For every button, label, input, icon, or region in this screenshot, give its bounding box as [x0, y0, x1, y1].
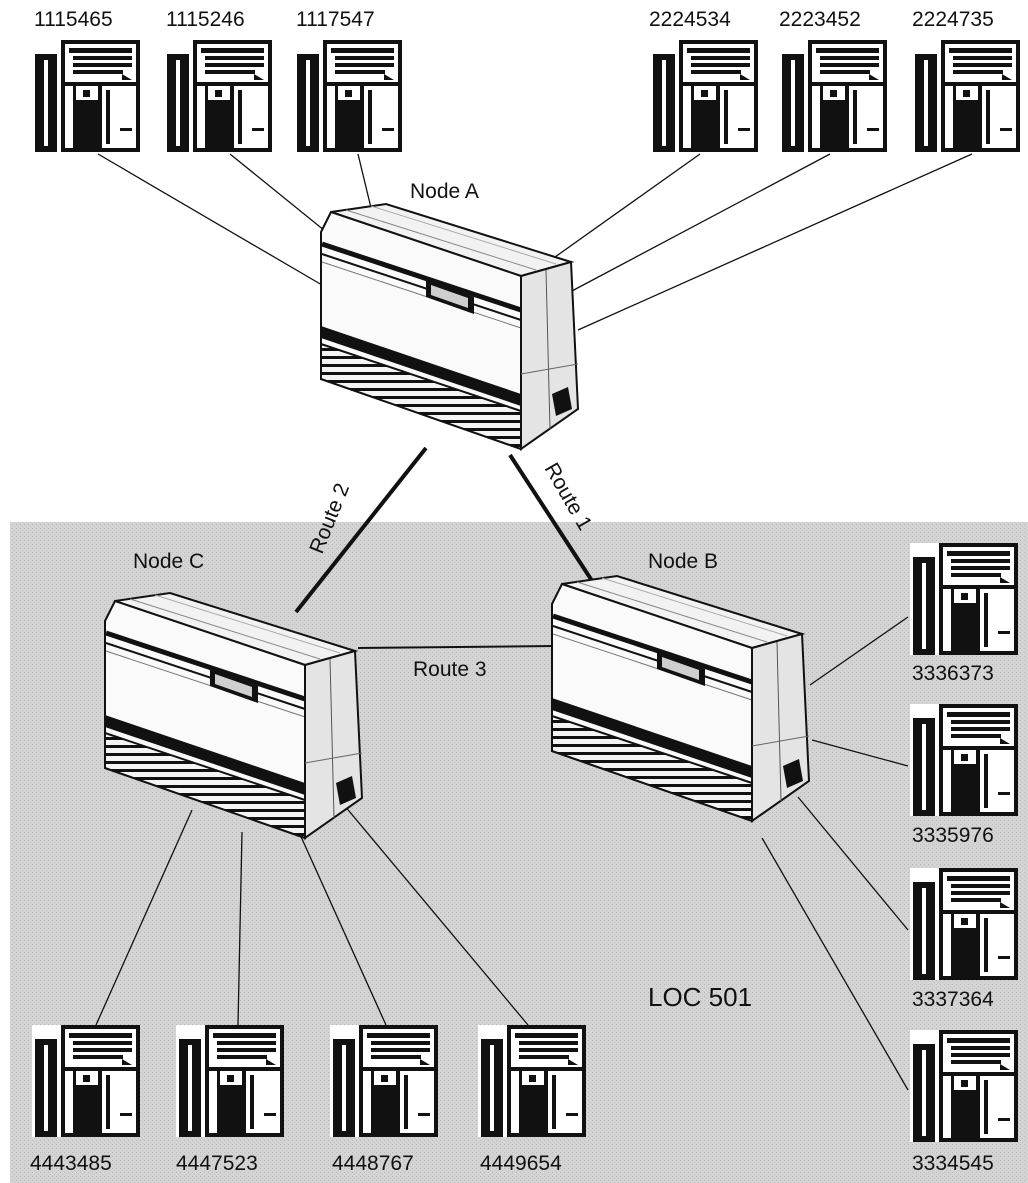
phone-number-label: 2224534: [649, 8, 731, 31]
phone-icon-2223452: [779, 40, 887, 152]
phone-icon-1115465: [32, 40, 140, 152]
phone-icon-1115246: [164, 40, 272, 152]
phone-number-label: 2223452: [779, 8, 861, 31]
phone-number-label: 3334545: [912, 1152, 994, 1175]
node-a-switch-icon: [321, 204, 578, 449]
phone-icon-2224735: [912, 40, 1020, 152]
phone-icon-4447523: [176, 1025, 284, 1137]
phone-number-label: 1117547: [296, 8, 375, 31]
loc-label: LOC 501: [648, 982, 752, 1012]
phone-icon-3334545: [910, 1030, 1018, 1142]
phone-icon-4449654: [478, 1025, 586, 1137]
phone-icon-4448767: [330, 1025, 438, 1137]
phone-icon-1117547: [294, 40, 402, 152]
phone-number-label: 4443485: [30, 1152, 112, 1175]
phone-number-label: 4449654: [480, 1152, 562, 1175]
phone-number-label: 3336373: [912, 662, 994, 685]
node-c-label: Node C: [133, 550, 204, 573]
phone-number-label: 3337364: [912, 988, 994, 1011]
node-b-label: Node B: [648, 550, 718, 573]
phone-number-label: 3335976: [912, 824, 994, 847]
phone-number-label: 1115246: [166, 8, 245, 31]
phone-icon-4443485: [32, 1025, 140, 1137]
phone-icon-3337364: [910, 868, 1018, 980]
phone-number-label: 1115465: [34, 8, 113, 31]
phone-icon-3336373: [910, 543, 1018, 655]
node-a-label: Node A: [410, 180, 479, 203]
phone-number-label: 4448767: [332, 1152, 414, 1175]
phone-number-label: 2224735: [912, 8, 994, 31]
phone-number-label: 4447523: [176, 1152, 258, 1175]
phone-icon-2224534: [650, 40, 758, 152]
route-3-label: Route 3: [413, 658, 487, 681]
phone-icon-3335976: [910, 704, 1018, 816]
